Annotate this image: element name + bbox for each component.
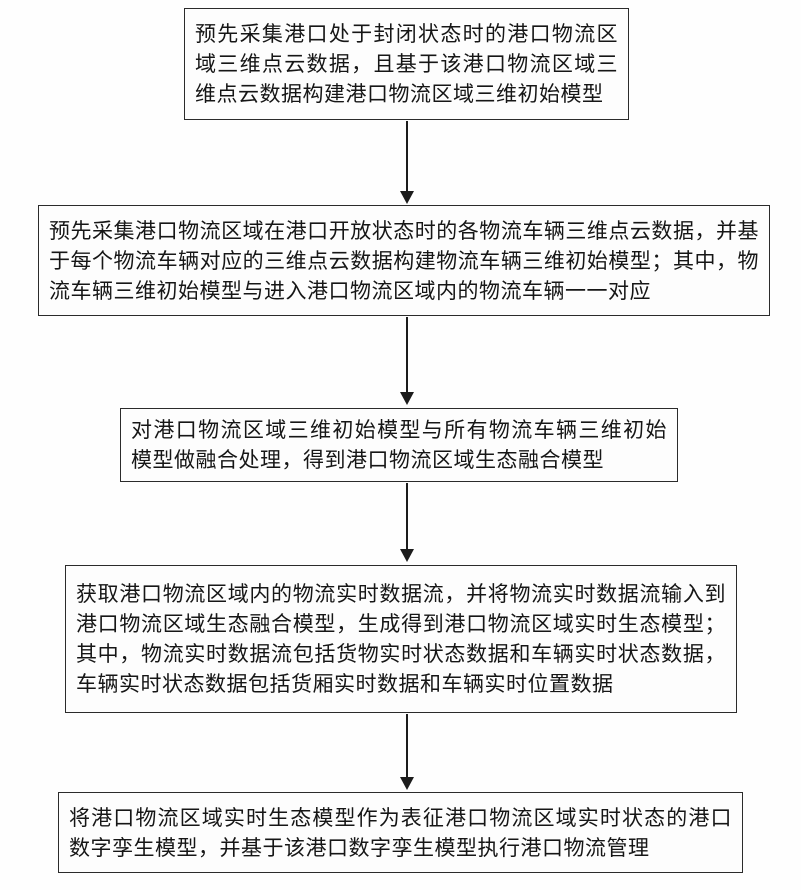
flow-step-2: 预先采集港口物流区域在港口开放状态时的各物流车辆三维点云数据，并基于每个物流车辆…: [38, 205, 770, 316]
arrow-shaft: [405, 714, 408, 777]
arrow-shaft: [405, 317, 408, 392]
arrowhead-down-icon: [399, 777, 414, 790]
flow-step-5-text: 将港口物流区域实时生态模型作为表征港口物流区域实时状态的港口数字孪生模型，并基于…: [69, 805, 732, 860]
arrow-shaft: [405, 121, 408, 191]
arrow-down-2: [399, 317, 414, 405]
flow-step-2-text: 预先采集港口物流区域在港口开放状态时的各物流车辆三维点云数据，并基于每个物流车辆…: [49, 218, 759, 303]
flow-step-3-text: 对港口物流区域三维初始模型与所有物流车辆三维初始模型做融合处理，得到港口物流区域…: [131, 418, 667, 472]
arrowhead-down-icon: [399, 392, 414, 405]
flow-step-1-text: 预先采集港口处于封闭状态时的港口物流区域三维点云数据，且基于该港口物流区域三维点…: [195, 22, 618, 106]
flow-step-1: 预先采集港口处于封闭状态时的港口物流区域三维点云数据，且基于该港口物流区域三维点…: [184, 8, 629, 120]
arrowhead-down-icon: [399, 191, 414, 204]
arrow-down-3: [399, 483, 414, 562]
flow-step-3: 对港口物流区域三维初始模型与所有物流车辆三维初始模型做融合处理，得到港口物流区域…: [120, 408, 678, 482]
flow-step-4-text: 获取港口物流区域内的物流实时数据流，并将物流实时数据流输入到港口物流区域生态融合…: [76, 582, 726, 696]
arrow-down-4: [399, 714, 414, 790]
flow-step-5: 将港口物流区域实时生态模型作为表征港口物流区域实时状态的港口数字孪生模型，并基于…: [58, 792, 743, 873]
arrow-down-1: [399, 121, 414, 204]
flow-step-4: 获取港口物流区域内的物流实时数据流，并将物流实时数据流输入到港口物流区域生态融合…: [65, 565, 737, 713]
arrow-shaft: [405, 483, 408, 549]
arrowhead-down-icon: [399, 549, 414, 562]
